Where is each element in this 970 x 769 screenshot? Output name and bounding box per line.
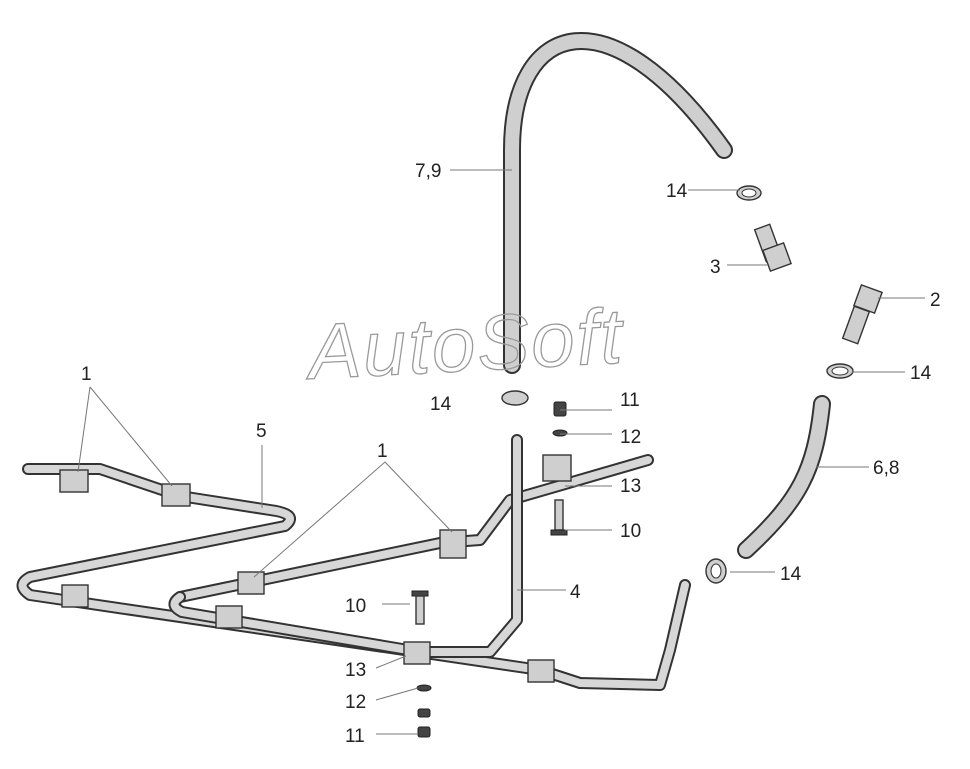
pipe-network bbox=[16, 434, 691, 691]
pipe-clamp-blocks bbox=[59, 454, 572, 683]
callout-5: 5 bbox=[256, 421, 267, 442]
bolt-10-left bbox=[411, 590, 429, 625]
callout-11-lower: 11 bbox=[345, 726, 365, 747]
callout-4: 4 bbox=[570, 582, 581, 603]
nut-11-upper bbox=[552, 401, 568, 437]
fitting-2 bbox=[841, 284, 883, 345]
leader-lines bbox=[77, 169, 925, 735]
hose-clamp-center bbox=[501, 390, 529, 406]
callout-2: 2 bbox=[930, 290, 941, 311]
callout-13-upper: 13 bbox=[620, 476, 641, 497]
callout-3: 3 bbox=[710, 257, 721, 278]
watermark: AutoSoft bbox=[303, 291, 628, 396]
hose-clamp-top bbox=[736, 185, 762, 201]
callout-10-upper: 10 bbox=[620, 521, 641, 542]
callout-12-lower: 12 bbox=[345, 692, 366, 713]
callout-6-8: 6,8 bbox=[873, 458, 899, 479]
bolt-10-right bbox=[550, 499, 568, 536]
hose-7-9 bbox=[503, 31, 733, 374]
callout-14-center: 14 bbox=[430, 394, 452, 415]
callout-14-top: 14 bbox=[666, 181, 688, 202]
hose-clamp-lower bbox=[705, 558, 727, 584]
hose-6-8 bbox=[737, 395, 831, 559]
callout-14-lower: 14 bbox=[780, 564, 802, 585]
nut-11-lower bbox=[416, 684, 432, 738]
callout-14-right: 14 bbox=[910, 363, 932, 384]
callout-12-upper: 12 bbox=[620, 427, 641, 448]
callout-7-9: 7,9 bbox=[415, 161, 441, 182]
hose-clamp-right bbox=[826, 363, 854, 379]
callout-1-left: 1 bbox=[81, 364, 92, 385]
callout-1-center: 1 bbox=[377, 441, 388, 462]
callout-10-lower: 10 bbox=[345, 596, 366, 617]
callout-13-lower: 13 bbox=[345, 660, 366, 681]
fitting-3 bbox=[753, 223, 792, 272]
callout-11-upper: 11 bbox=[620, 390, 640, 411]
